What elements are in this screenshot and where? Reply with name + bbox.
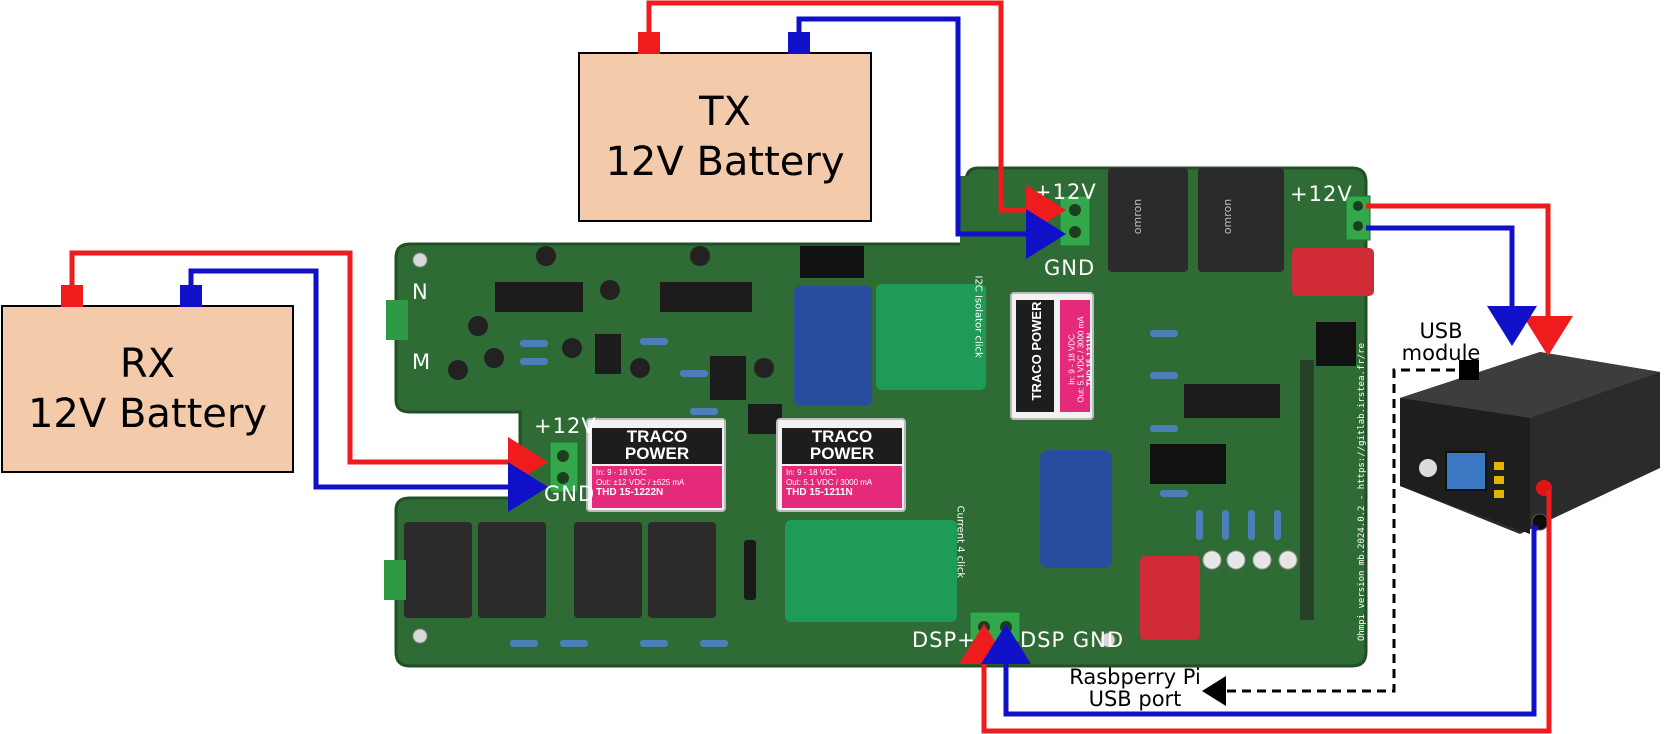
screw-terminal [386, 300, 408, 340]
capacitor [562, 338, 582, 358]
tx-positive-wire [646, 0, 1066, 235]
relay-group [1108, 168, 1284, 272]
mounting-hole [412, 252, 428, 268]
led-group [1202, 550, 1298, 570]
capacitor [536, 246, 556, 266]
rx-battery-title: RX [119, 341, 176, 387]
click-board [785, 520, 957, 622]
n-label: N [412, 280, 429, 304]
diode [744, 540, 756, 600]
raspberry-pi-label: Rasbperry Pi USB port [1052, 666, 1218, 710]
capacitor [630, 358, 650, 378]
ic-chip [1184, 384, 1280, 418]
converter-model: THD 15-1211N [786, 487, 853, 498]
mounting-hole [1100, 632, 1116, 648]
rx-plus12v-label: +12V [534, 414, 597, 438]
converter-brand: TRACO [811, 427, 873, 446]
tx-gnd-label: GND [1044, 256, 1096, 280]
ribbon-connector [800, 246, 864, 278]
ribbon-connector [1316, 322, 1356, 366]
m-label: M [412, 350, 432, 374]
usb-connector-icon [1459, 360, 1479, 380]
ic-chip [660, 282, 752, 312]
ic-chip [710, 356, 746, 400]
usb-module-line2: module [1401, 341, 1481, 366]
dc-converter-1211N-b: TRACO POWER In: 9 - 18 VDC Out: 5.1 VDC … [1010, 292, 1094, 420]
tx-battery-subtitle: 12V Battery [605, 139, 845, 185]
output-plus12v-label: +12V [1290, 182, 1353, 206]
ic-chip [495, 282, 583, 312]
rx-positive-wire [69, 250, 548, 487]
usb-module-label: USB module [1376, 320, 1506, 364]
output-positive-wire [1366, 203, 1573, 356]
tx-negative-terminal [788, 32, 810, 54]
dc-converter-1222N: TRACO POWER In: 9 - 18 VDC Out: ±12 VDC … [586, 418, 726, 512]
converter-sub: POWER [624, 444, 690, 463]
capacitor [690, 246, 710, 266]
converter-spec-in: In: 9 - 18 VDC [786, 468, 837, 477]
rx-battery-subtitle: 12V Battery [27, 391, 268, 437]
usb-data-link [1202, 368, 1470, 706]
capacitor [468, 316, 488, 336]
tx-battery-title: TX [699, 89, 751, 135]
ribbon-connector [1150, 444, 1226, 484]
dc-converter-1211N-a: TRACO POWER In: 9 - 18 VDC Out: 5.1 VDC … [776, 418, 906, 512]
converter-brand: TRACO [626, 427, 688, 446]
rx-gnd-label: GND [544, 482, 596, 506]
converter-model: THD 15-1222N [596, 487, 664, 498]
converter-spec-out: Out: 5.1 VDC / 3000 mA [786, 478, 873, 487]
dsp-positive-wire [959, 490, 1552, 734]
capacitor [754, 358, 774, 378]
dsp-negative-wire [981, 525, 1538, 717]
mounting-hole [412, 628, 428, 644]
capacitor [600, 280, 620, 300]
converter-spec-out: Out: ±12 VDC / ±625 mA [596, 478, 685, 487]
ic-chip [595, 334, 621, 374]
rx-negative-terminal [180, 285, 202, 307]
dsp-gnd-label: DSP GND [1020, 628, 1124, 652]
rx-negative-wire [188, 268, 548, 512]
breakout-board [794, 286, 872, 406]
capacitor [448, 360, 468, 380]
breakout-board [1040, 450, 1112, 568]
pin-header [1300, 360, 1314, 620]
resistor-group [510, 330, 1281, 647]
usb-module-line1: USB [1419, 319, 1463, 343]
screw-terminal [384, 560, 406, 600]
tx-battery: TX 12V Battery [578, 52, 872, 222]
capacitor [484, 348, 504, 368]
raspberry-line2: USB port [1088, 687, 1182, 712]
output-negative-wire [1366, 225, 1537, 346]
sensor-board [1140, 556, 1200, 640]
rx-positive-terminal [61, 285, 83, 307]
tx-positive-terminal [638, 32, 660, 54]
tx-negative-wire [796, 16, 1066, 259]
relay-group [404, 522, 716, 618]
sensor-board [1292, 248, 1374, 296]
rx-battery: RX 12V Battery [1, 305, 294, 473]
raspberry-line1: Rasbperry Pi [1069, 665, 1201, 689]
click-board [876, 284, 986, 390]
converter-spec-in: In: 9 - 18 VDC [596, 468, 647, 477]
converter-sub: POWER [809, 444, 875, 463]
